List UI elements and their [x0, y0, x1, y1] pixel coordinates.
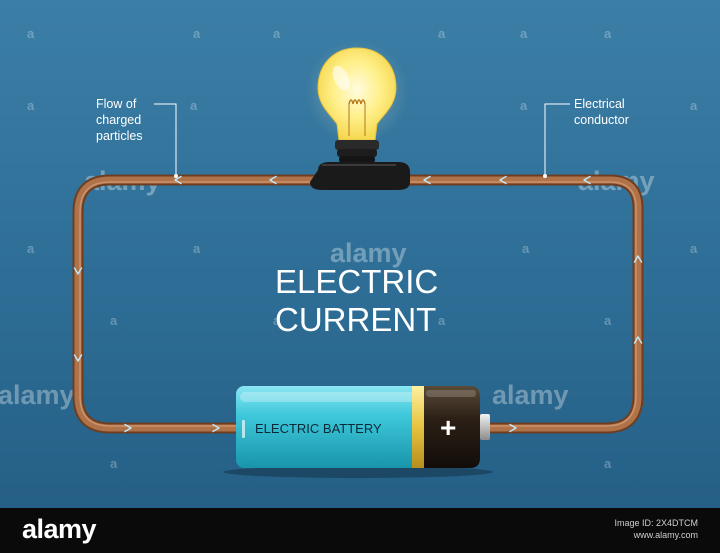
positive-terminal	[480, 414, 490, 440]
light-bulb-icon	[305, 40, 410, 190]
svg-text:a: a	[604, 456, 612, 471]
svg-text:a: a	[690, 241, 698, 256]
callout-conductor: Electrical conductor	[543, 97, 629, 178]
diagram-title: ELECTRIC CURRENT	[275, 263, 438, 338]
flow-arrow-left-icon	[174, 175, 182, 185]
svg-text:a: a	[522, 241, 530, 256]
svg-text:a: a	[690, 98, 698, 113]
stock-footer-bar: alamy Image ID: 2X4DTCM www.alamy.com	[0, 508, 720, 553]
svg-text:conductor: conductor	[574, 113, 629, 127]
svg-text:a: a	[604, 26, 612, 41]
svg-text:alamy: alamy	[330, 238, 407, 268]
battery-label: ELECTRIC BATTERY	[255, 421, 382, 436]
svg-text:a: a	[110, 456, 118, 471]
svg-text:a: a	[438, 26, 446, 41]
svg-text:a: a	[193, 26, 201, 41]
svg-text:charged: charged	[96, 113, 141, 127]
svg-text:a: a	[27, 98, 35, 113]
svg-text:a: a	[190, 98, 198, 113]
image-id: Image ID: 2X4DTCM	[614, 518, 698, 528]
flow-arrow-up-icon	[633, 255, 643, 263]
svg-text:a: a	[110, 313, 118, 328]
svg-text:a: a	[27, 26, 35, 41]
particle-flow-arrows	[73, 175, 643, 433]
flow-arrow-left-icon	[269, 175, 277, 185]
svg-text:alamy: alamy	[492, 380, 569, 410]
negative-mark	[242, 420, 245, 438]
svg-text:a: a	[193, 241, 201, 256]
svg-text:a: a	[438, 313, 446, 328]
svg-text:Electrical: Electrical	[574, 97, 625, 111]
callout-flow: Flow of charged particles	[96, 97, 178, 178]
title-line-2: CURRENT	[275, 301, 436, 338]
flow-arrow-up-icon	[633, 336, 643, 344]
title-line-1: ELECTRIC	[275, 263, 438, 300]
electric-battery: ELECTRIC BATTERY +	[223, 386, 493, 478]
svg-text:a: a	[27, 241, 35, 256]
svg-text:a: a	[273, 313, 281, 328]
svg-text:a: a	[273, 26, 281, 41]
electric-current-diagram: a a a a a a a a a a a a a a a a a a a a …	[0, 0, 720, 508]
flow-arrow-left-icon	[499, 175, 507, 185]
site-url: www.alamy.com	[633, 530, 698, 540]
flow-arrow-right-icon	[124, 423, 132, 433]
flow-arrow-down-icon	[73, 354, 83, 362]
svg-text:a: a	[520, 26, 528, 41]
flow-arrow-left-icon	[423, 175, 431, 185]
svg-text:alamy: alamy	[0, 380, 75, 410]
svg-text:Flow of: Flow of	[96, 97, 137, 111]
svg-text:a: a	[604, 313, 612, 328]
flow-arrow-right-icon	[212, 423, 220, 433]
flow-arrow-down-icon	[73, 267, 83, 275]
alamy-logo: alamy	[22, 514, 97, 544]
svg-text:a: a	[520, 98, 528, 113]
flow-arrow-right-icon	[509, 423, 517, 433]
flow-arrow-left-icon	[583, 175, 591, 185]
svg-text:particles: particles	[96, 129, 143, 143]
battery-plus-sign: +	[440, 412, 456, 443]
image-info: Image ID: 2X4DTCM www.alamy.com	[614, 517, 698, 541]
